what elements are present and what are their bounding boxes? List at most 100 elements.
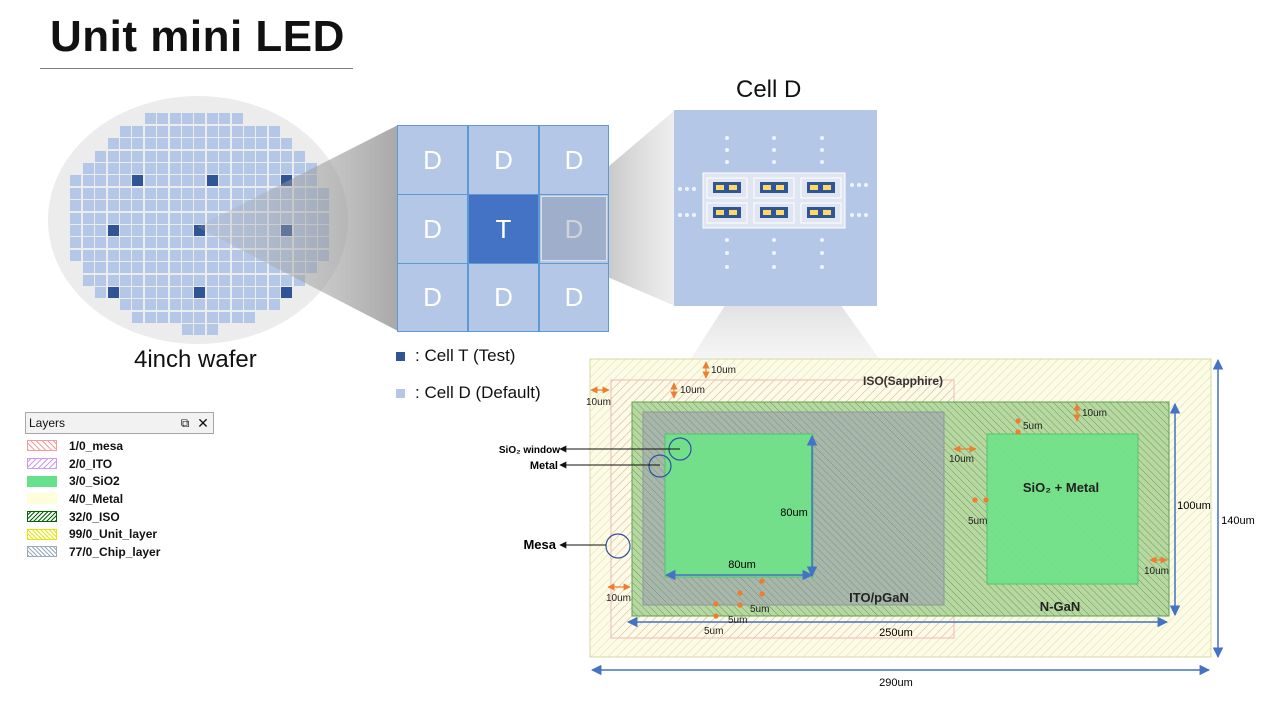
wafer-die [169,237,181,249]
wafer-die [194,200,206,212]
wafer-die [194,163,206,174]
wafer-die [182,138,193,150]
wafer-die [182,163,193,174]
wafer-die [244,249,255,261]
wafer-die [256,175,268,187]
wafer-die [194,113,206,125]
wafer-die [206,311,218,323]
wafer-die [256,262,268,274]
wafer-die [144,150,156,162]
restore-icon[interactable]: ⧉ [180,415,190,430]
wafer-die [231,138,243,150]
wafer-die [244,125,255,137]
wafer-die [194,311,206,323]
wafer-die [144,262,156,274]
dim-80-width: 80um [728,559,756,571]
layer-swatch [27,475,57,487]
layer-item[interactable]: 77/0_Chip_layer [25,543,214,561]
wafer-die [82,237,94,249]
wafer-die [182,249,193,261]
close-icon[interactable]: ✕ [197,414,209,431]
wafer-die [107,163,119,174]
wafer-die [132,200,144,212]
wafer-die [194,249,206,261]
wafer-die [144,113,156,125]
layers-panel-title: Layers [29,416,66,430]
wafer-test-die [281,287,293,298]
wafer-die [70,237,82,249]
wafer-die [219,200,231,212]
layer-swatch [27,493,57,505]
layer-item[interactable]: 4/0_Metal [25,490,214,508]
wafer-die [144,212,156,224]
layer-item[interactable]: 1/0_mesa [25,437,214,455]
wafer-die [219,150,231,162]
wafer-die [144,163,156,174]
dim-250: 250um [879,627,913,639]
wafer-die [182,299,193,311]
wafer-die [194,138,206,150]
wafer-die [157,262,169,274]
layer-item[interactable]: 99/0_Unit_layer [25,525,214,543]
wafer-die [293,163,305,174]
layers-panel-header: Layers ⧉ ✕ [25,412,214,434]
wafer-die [169,274,181,286]
wafer-die [244,175,255,187]
wafer-die [157,150,169,162]
wafer-die [132,237,144,249]
cell-highlight [541,196,607,261]
wafer-die [70,225,82,236]
wafer-die [169,200,181,212]
wafer-die [107,262,119,274]
wafer-die [70,175,82,187]
wafer-die [107,187,119,199]
wafer-die [194,150,206,162]
wafer-die-grid [48,96,348,344]
ngan-label: N-GaN [1040,599,1080,614]
layer-item[interactable]: 2/0_ITO [25,455,214,473]
dim-290: 290um [879,677,913,689]
wafer-die [82,274,94,286]
wafer-test-die [132,175,144,187]
wafer-die [157,200,169,212]
dim-140: 140um [1221,515,1255,527]
title-underline [40,68,353,69]
legend-default-swatch [396,388,405,398]
wafer-die [169,225,181,236]
layer-item[interactable]: 32/0_ISO [25,508,214,526]
wafer-die [169,287,181,298]
sio2-window-callout: SiO₂ window [499,445,560,456]
dim-5-c: 5um [750,604,769,615]
wafer-die [120,299,131,311]
wafer-die [182,187,193,199]
wafer-test-die [281,175,293,187]
wafer-die [70,212,82,224]
wafer-die [107,138,119,150]
legend-test-swatch [396,351,405,361]
wafer-die [231,249,243,261]
wafer-die [120,175,131,187]
wafer-label: 4inch wafer [134,346,257,373]
wafer-die [206,249,218,261]
dim-10-mid: 10um [949,454,974,465]
wafer-die [82,175,94,187]
wafer-die [231,262,243,274]
wafer-die [169,249,181,261]
metal-marker [648,454,672,478]
wafer-die [157,113,169,125]
wafer-die [206,163,218,174]
wafer-die [194,274,206,286]
wafer-die [219,175,231,187]
sio2-metal-pad [986,433,1139,585]
wafer-die [132,225,144,236]
wafer-die [206,138,218,150]
layer-name: 1/0_mesa [69,438,124,453]
wafer-die [107,175,119,187]
wafer-die [182,311,193,323]
wafer-die [95,237,107,249]
layer-swatch [27,458,57,470]
wafer-die [157,299,169,311]
wafer-die [182,274,193,286]
wafer-die [120,138,131,150]
layer-item[interactable]: 3/0_SiO2 [25,472,214,490]
